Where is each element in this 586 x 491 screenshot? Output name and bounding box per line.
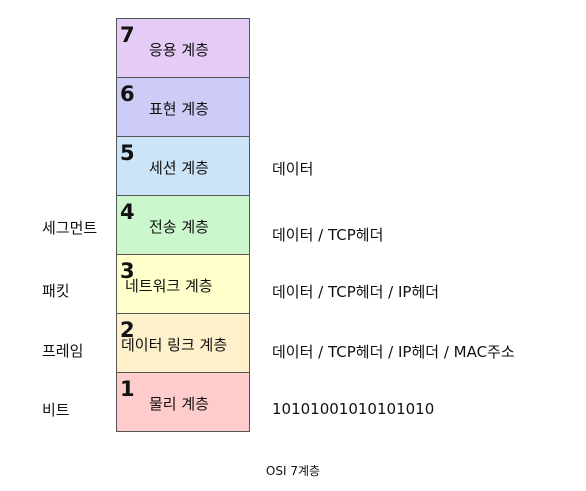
layer-3-number: 3 — [120, 259, 135, 283]
layer-2-box: 2 데이터 링크 계층 — [116, 313, 250, 372]
layer-stack: 7 응용 계층 6 표현 계층 5 세션 계층 4 전송 계층 3 네트워크 계… — [116, 18, 250, 432]
layer-5-data: 데이터 — [272, 160, 314, 178]
layer-7-box: 7 응용 계층 — [116, 18, 250, 77]
layer-1-box: 1 물리 계층 — [116, 372, 250, 432]
layer-1-data: 10101001010101010 — [272, 400, 435, 418]
layer-2-data: 데이터 / TCP헤더 / IP헤더 / MAC주소 — [272, 343, 515, 361]
pdu-segment-label: 세그먼트 — [42, 219, 98, 237]
layer-1-number: 1 — [120, 377, 135, 401]
layer-3-box: 3 네트워크 계층 — [116, 254, 250, 313]
pdu-packet-label: 패킷 — [42, 282, 70, 300]
layer-2-name: 데이터 링크 계층 — [121, 336, 228, 354]
layer-6-box: 6 표현 계층 — [116, 77, 250, 136]
layer-7-name: 응용 계층 — [149, 41, 209, 59]
layer-6-name: 표현 계층 — [149, 100, 209, 118]
layer-2-number: 2 — [120, 318, 135, 342]
layer-7-number: 7 — [120, 23, 135, 47]
diagram-caption: OSI 7계층 — [265, 464, 321, 478]
layer-5-box: 5 세션 계층 — [116, 136, 250, 195]
pdu-bit-label: 비트 — [42, 401, 70, 419]
layer-4-data: 데이터 / TCP헤더 — [272, 226, 384, 244]
layer-5-name: 세션 계층 — [149, 159, 209, 177]
pdu-frame-label: 프레임 — [42, 342, 84, 360]
layer-6-number: 6 — [120, 82, 135, 106]
layer-3-data: 데이터 / TCP헤더 / IP헤더 — [272, 283, 440, 301]
layer-4-box: 4 전송 계층 — [116, 195, 250, 254]
layer-3-name: 네트워크 계층 — [125, 277, 213, 295]
layer-4-number: 4 — [120, 200, 135, 224]
layer-5-number: 5 — [120, 141, 135, 165]
layer-4-name: 전송 계층 — [149, 218, 209, 236]
layer-1-name: 물리 계층 — [149, 395, 209, 413]
